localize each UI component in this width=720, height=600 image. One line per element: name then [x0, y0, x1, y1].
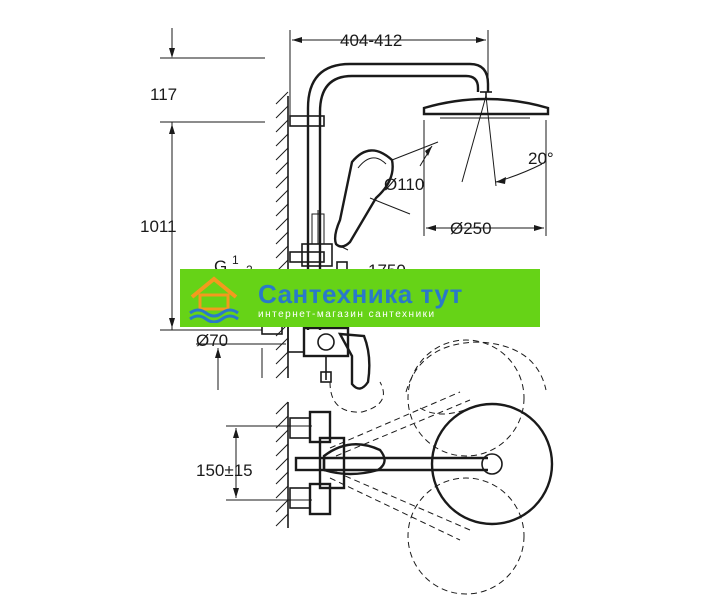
watermark-subtitle: интернет-магазин сантехники — [258, 309, 436, 320]
riser-pipe — [289, 62, 490, 330]
inlet-spacing-dimension: 150±15 — [196, 425, 312, 501]
tilt-angle-label: 20° — [528, 149, 554, 168]
head-diameter-dimension: Ø250 — [423, 120, 547, 238]
mixer-plan-view — [289, 402, 554, 526]
slide-holder — [301, 210, 333, 267]
wall-upper — [275, 91, 289, 379]
house-wave-logo-icon — [189, 276, 239, 323]
head-outline-upper — [405, 341, 547, 415]
total-height-dimension: 1011 — [140, 217, 262, 331]
overhead-shower-head — [422, 91, 550, 119]
rosette-diameter-label: Ø70 — [196, 331, 228, 350]
handshower — [333, 149, 394, 251]
plan-swing-dashed — [329, 339, 525, 595]
mixer-side-view — [261, 311, 384, 413]
arm-reach-dimension: 404-412 — [289, 30, 489, 120]
watermark-title: Сантехника тут — [258, 279, 463, 309]
arm-reach-label: 404-412 — [340, 31, 402, 50]
total-height-label: 1011 — [140, 217, 177, 236]
tilt-angle-dimension: 20° — [461, 95, 554, 187]
handshower-diameter-dimension: Ø110 — [369, 141, 439, 215]
thread-numerator: 1 — [232, 253, 239, 267]
inlet-spacing-label: 150±15 — [196, 461, 253, 480]
handshower-diameter-label: Ø110 — [384, 175, 424, 194]
wall-lower — [275, 401, 289, 528]
head-diameter-label: Ø250 — [450, 219, 492, 238]
top-height-dimension: 117 — [150, 28, 265, 330]
watermark-banner: Сантехника тут интернет-магазин сантехни… — [180, 269, 540, 327]
rosette-diameter-dimension: Ø70 — [196, 331, 286, 390]
top-height-label: 117 — [150, 85, 177, 104]
